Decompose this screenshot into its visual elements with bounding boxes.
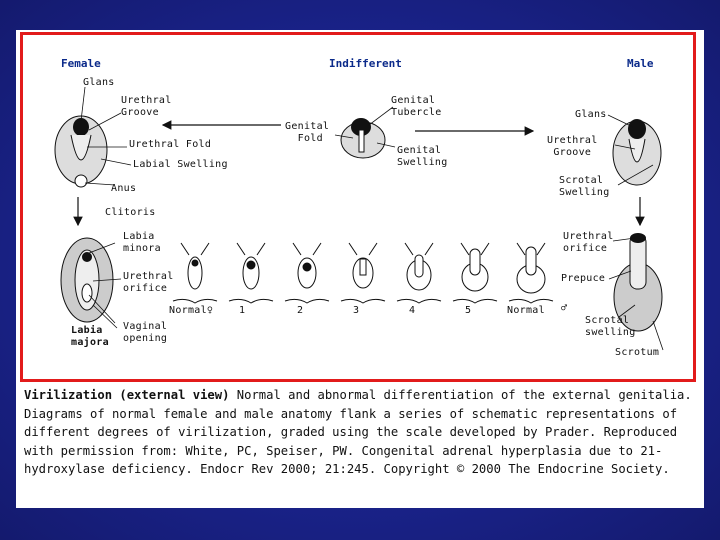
label-scrotum: Scrotum bbox=[615, 347, 659, 359]
label-urethral-groove-male: Urethral Groove bbox=[547, 135, 598, 159]
label-genital-swelling: Genital Swelling bbox=[397, 145, 448, 169]
label-scrotal-swelling-top: Scrotal Swelling bbox=[559, 175, 610, 199]
label-glans-female: Glans bbox=[83, 77, 115, 89]
female-indifferent-figure bbox=[55, 116, 107, 187]
label-urethral-fold: Urethral Fold bbox=[129, 139, 211, 151]
male-indifferent-figure bbox=[613, 119, 661, 185]
label-urethral-orifice-male: Urethral orifice bbox=[563, 231, 614, 255]
label-urethral-groove-female: Urethral Groove bbox=[121, 95, 172, 119]
label-labia-minora: Labia minora bbox=[123, 231, 161, 255]
slide: Female Indifferent Male Glans Urethral G… bbox=[16, 30, 704, 508]
header-indifferent: Indifferent bbox=[329, 57, 402, 70]
label-scrotal-swelling-bottom: Scrotal swelling bbox=[585, 315, 636, 339]
indifferent-figure bbox=[341, 118, 385, 158]
caption-title: Virilization (external view) bbox=[24, 388, 229, 402]
label-labia-majora: Labia majora bbox=[71, 325, 109, 349]
header-female: Female bbox=[61, 57, 101, 70]
label-clitoris: Clitoris bbox=[105, 207, 156, 219]
label-labial-swelling: Labial Swelling bbox=[133, 159, 228, 171]
diagram-figure: Female Indifferent Male Glans Urethral G… bbox=[20, 32, 696, 382]
label-genital-fold: Genital Fold bbox=[285, 121, 329, 145]
prader-label-male-symbol: ♂ bbox=[561, 303, 567, 315]
prader-label-3: 3 bbox=[353, 305, 359, 317]
prader-label-4: 4 bbox=[409, 305, 415, 317]
prader-label-2: 2 bbox=[297, 305, 303, 317]
header-male: Male bbox=[627, 57, 654, 70]
label-urethral-orifice-female: Urethral orifice bbox=[123, 271, 174, 295]
prader-label-1: 1 bbox=[239, 305, 245, 317]
label-anus: Anus bbox=[111, 183, 136, 195]
prader-label-normal-male: Normal bbox=[507, 305, 545, 317]
prader-series bbox=[173, 243, 553, 303]
label-genital-tubercle: Genital Tubercle bbox=[391, 95, 442, 119]
figure-caption: Virilization (external view) Normal and … bbox=[24, 386, 696, 479]
label-glans-male: Glans bbox=[575, 109, 607, 121]
prader-label-5: 5 bbox=[465, 305, 471, 317]
label-prepuce: Prepuce bbox=[561, 273, 605, 285]
prader-label-normal-female: Normal♀ bbox=[169, 305, 213, 317]
label-vaginal-opening: Vaginal opening bbox=[123, 321, 167, 345]
